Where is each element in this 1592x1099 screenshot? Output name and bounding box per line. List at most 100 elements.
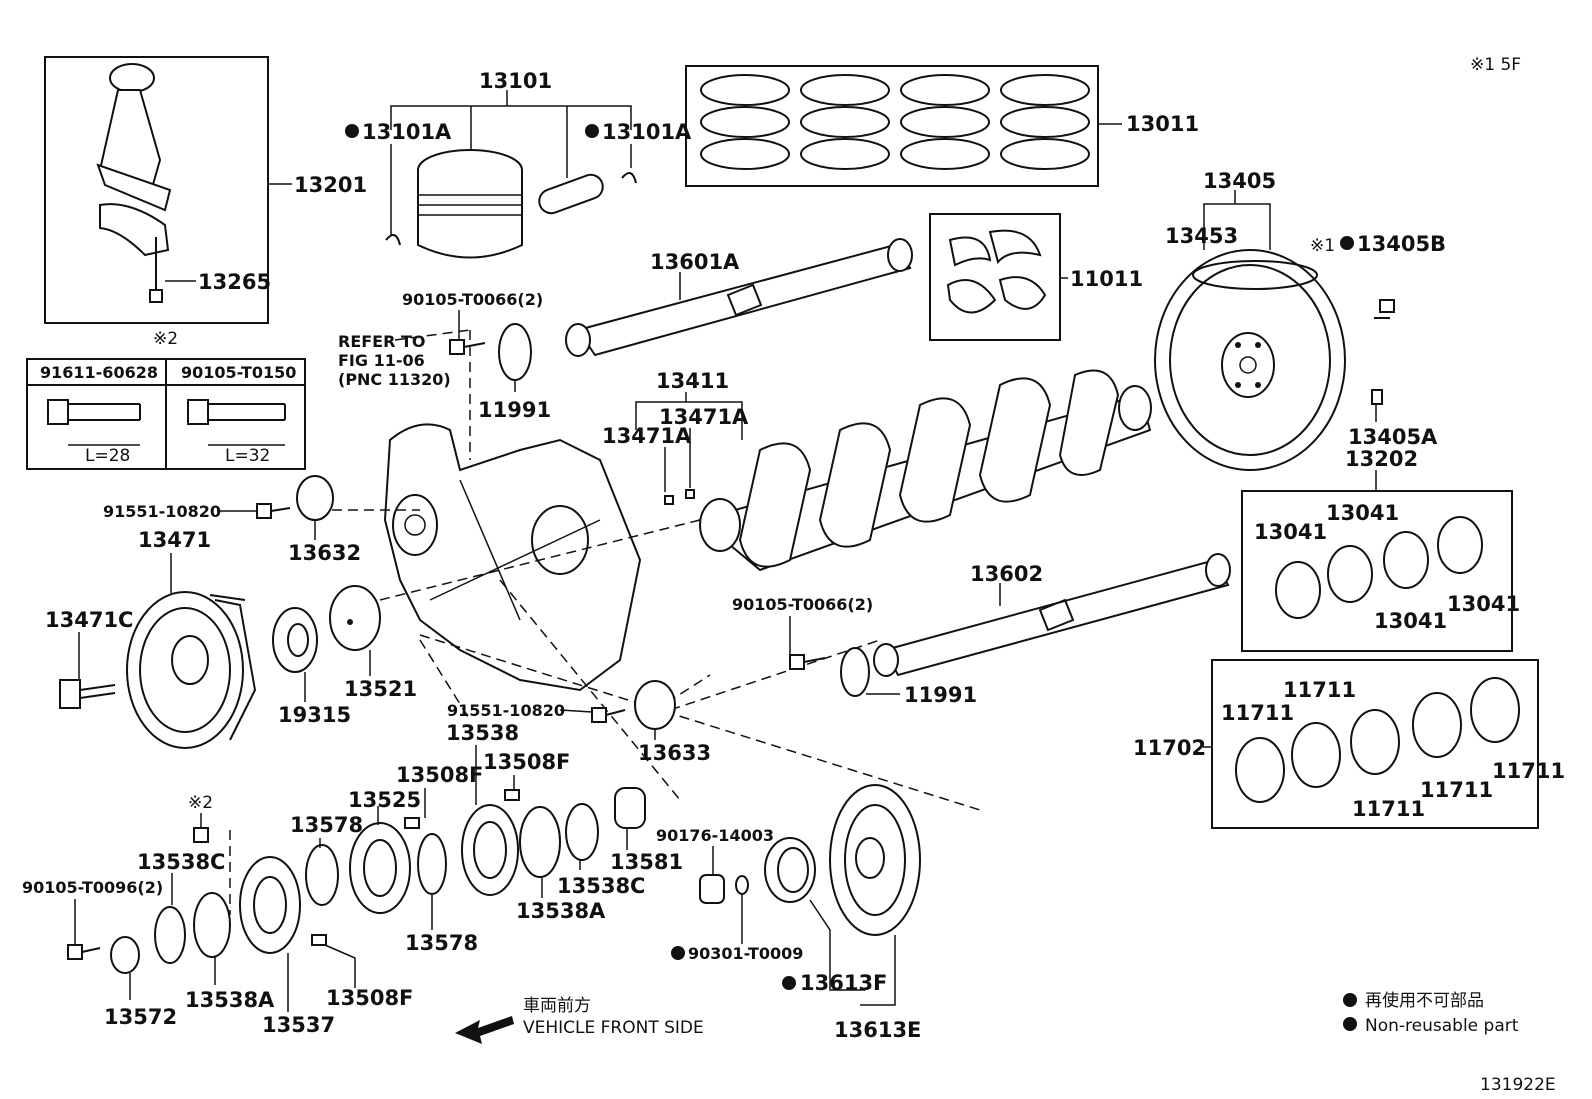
oil-seal-13613F: [764, 837, 816, 903]
label-90176-14003: 90176-14003: [656, 826, 774, 845]
piston-rings: [700, 74, 1090, 170]
label-11711-c: 11711: [1492, 759, 1565, 783]
legend-en: Non-reusable part: [1365, 1016, 1519, 1036]
label-13041-c: 13041: [1374, 609, 1447, 633]
label-13538: 13538: [446, 721, 519, 745]
label-11711-e: 11711: [1352, 797, 1425, 821]
bolt-table-length-1: L=28: [85, 446, 130, 466]
label-13471a-left: 13471A: [602, 424, 692, 448]
label-13471c: 13471C: [45, 608, 133, 632]
balance-shaft-lower: [873, 553, 1231, 677]
bolt-table: [26, 358, 306, 470]
non-reusable-marker: [671, 946, 685, 960]
label-13508f-upper-right: 13508F: [483, 750, 570, 774]
refer-line3: (PNC 11320): [338, 370, 451, 389]
label-13538a-right: 13538A: [516, 899, 606, 923]
label-13101a-right: 13101A: [602, 120, 692, 144]
label-91551-lower: 91551-10820: [447, 701, 565, 720]
label-13265: 13265: [198, 270, 271, 294]
label-13538c-left: 13538C: [137, 850, 225, 874]
label-13508f-lower: 13508F: [326, 986, 413, 1010]
label-note2-small: ※2: [188, 793, 213, 813]
leader-lines: [74, 90, 1377, 1012]
label-13578-lower: 13578: [405, 931, 478, 955]
gear-13633: [634, 680, 676, 730]
non-reusable-marker: [782, 976, 796, 990]
label-13405b-prefix: ※1: [1310, 236, 1335, 256]
label-11991-upper: 11991: [478, 398, 551, 422]
thrust-washer-box: [929, 213, 1061, 341]
main-bearing-box: [1211, 659, 1539, 829]
label-13405b: 13405B: [1357, 232, 1446, 256]
gear-13521: [329, 585, 381, 651]
label-11711-d: 11711: [1420, 778, 1493, 802]
refer-line2: FIG 11-06: [338, 351, 425, 370]
label-13537: 13537: [262, 1013, 335, 1037]
corner-note: ※1 5F: [1470, 55, 1521, 75]
label-13538c-right: 13538C: [557, 874, 645, 898]
label-13202: 13202: [1345, 447, 1418, 471]
label-13411: 13411: [656, 369, 729, 393]
non-reusable-marker: [1340, 236, 1354, 250]
label-11011: 11011: [1070, 267, 1143, 291]
balance-shaft-upper: [565, 238, 913, 357]
bolt-table-length-2: L=32: [225, 446, 270, 466]
label-13602: 13602: [970, 562, 1043, 586]
gear-13632: [296, 475, 334, 521]
label-19315: 19315: [278, 703, 351, 727]
label-13405: 13405: [1203, 169, 1276, 193]
legend-jp: 再使用不可部品: [1365, 990, 1484, 1011]
label-13041-d: 13041: [1447, 592, 1520, 616]
flywheel-illustration: [1154, 249, 1395, 471]
crankshaft-illustration: [664, 369, 1152, 572]
label-13041-b: 13041: [1326, 501, 1399, 525]
label-90301-t0009: 90301-T0009: [688, 944, 803, 963]
label-11702: 11702: [1133, 736, 1206, 760]
label-11711-a: 11711: [1283, 678, 1356, 702]
label-13405a: 13405A: [1348, 425, 1438, 449]
label-13041-a: 13041: [1254, 520, 1327, 544]
piston-rings-box: [685, 65, 1099, 187]
label-13633: 13633: [638, 741, 711, 765]
piston-illustration: [385, 149, 637, 259]
bolt-table-note: ※2: [153, 329, 178, 349]
label-11711-b: 11711: [1221, 701, 1294, 725]
connecting-rod-box: [44, 56, 269, 324]
label-13538a-left: 13538A: [185, 988, 275, 1012]
bolt-table-part-1: 91611-60628: [40, 363, 158, 382]
refer-line1: REFER TO: [338, 332, 426, 351]
plug-90176: [699, 874, 749, 904]
label-13632: 13632: [288, 541, 361, 565]
sprocket-19315: [272, 607, 318, 673]
cam-pulley-13613E: [829, 784, 921, 936]
diagram-id: 131922E: [1480, 1075, 1556, 1095]
main-bearings: [1235, 677, 1520, 803]
direction-jp: 車両前方: [523, 996, 591, 1016]
label-13581: 13581: [610, 850, 683, 874]
label-13601a: 13601A: [650, 250, 740, 274]
label-13572: 13572: [104, 1005, 177, 1029]
legend-bullet-en: [1343, 1017, 1357, 1031]
direction-en: VEHICLE FRONT SIDE: [523, 1018, 704, 1038]
label-13508f-upper-left: 13508F: [396, 763, 483, 787]
label-90105-t0096: 90105-T0096(2): [22, 878, 163, 897]
connecting-rod-illustration: [96, 63, 172, 303]
timing-cover-illustration: [383, 423, 642, 692]
label-90105-t0066-lower: 90105-T0066(2): [732, 595, 873, 614]
label-13613f: 13613F: [800, 971, 887, 995]
vehicle-front-arrow: [455, 1016, 514, 1044]
label-13201: 13201: [294, 173, 367, 197]
label-11991-lower: 11991: [904, 683, 977, 707]
label-90105-t0066-upper: 90105-T0066(2): [402, 290, 543, 309]
legend-bullet-jp: [1343, 993, 1357, 1007]
label-13613e: 13613E: [834, 1018, 921, 1042]
label-13521: 13521: [344, 677, 417, 701]
label-13578-upper: 13578: [290, 813, 363, 837]
conrod-bearing-box: [1241, 490, 1513, 652]
small-bolts: [67, 323, 870, 960]
bolt-table-part-2: 90105-T0150: [181, 363, 296, 382]
label-13471: 13471: [138, 528, 211, 552]
label-13011: 13011: [1126, 112, 1199, 136]
label-91551-upper: 91551-10820: [103, 502, 221, 521]
